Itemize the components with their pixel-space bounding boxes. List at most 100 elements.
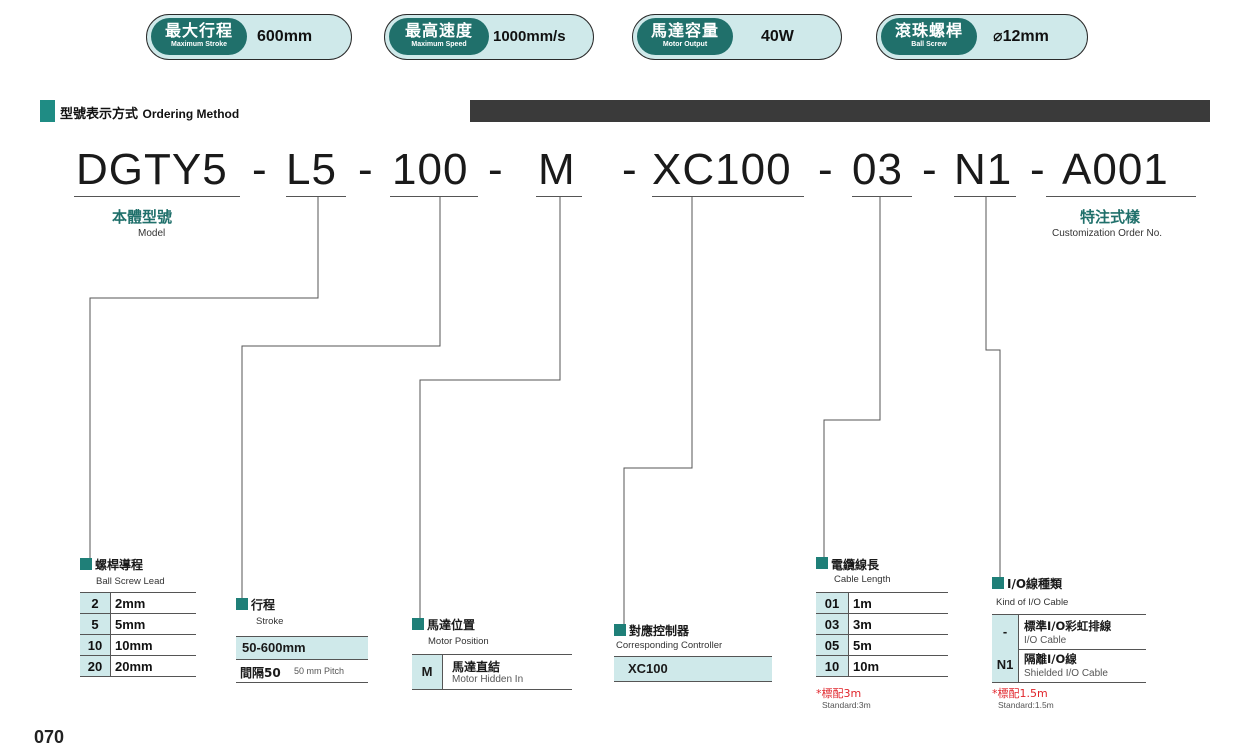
underline xyxy=(652,196,804,197)
controller-title: 對應控制器 xyxy=(629,624,690,638)
io-option-code: N1 xyxy=(992,648,1019,682)
stroke-subtitle: Stroke xyxy=(256,616,284,627)
io-marker xyxy=(992,577,1004,589)
option-code: 5 xyxy=(80,613,111,635)
io-option-zh: 隔離I/O線 xyxy=(1024,652,1077,666)
option-code: 03 xyxy=(816,613,849,635)
custom-label-en: Customization Order No. xyxy=(1052,228,1163,239)
section-title: 型號表示方式 Ordering Method xyxy=(60,103,239,122)
cable-marker xyxy=(816,557,828,569)
stroke-marker xyxy=(236,598,248,610)
model-label-en: Model xyxy=(138,228,166,239)
underline xyxy=(286,196,346,197)
spec-label-zh: 滾珠螺桿 xyxy=(894,21,963,40)
controller-marker xyxy=(614,624,626,636)
section-marker xyxy=(40,100,55,122)
section-title-en: Ordering Method xyxy=(142,107,240,121)
option-value: 10mm xyxy=(110,634,196,656)
io-option-zh: 標準I/O彩虹排線 xyxy=(1024,619,1112,633)
spec-label-en: Motor Output xyxy=(662,41,708,48)
io-standard-en: Standard:1.5m xyxy=(998,700,1054,710)
io-option-code: - xyxy=(992,615,1019,649)
underline xyxy=(390,196,478,197)
option-value: 5mm xyxy=(110,613,196,635)
connector-io xyxy=(985,197,1001,578)
spec-value: 40W xyxy=(761,28,794,45)
spec-label-en: Maximum Speed xyxy=(411,41,467,48)
cable-standard-zh: *標配3m xyxy=(816,687,862,700)
underline xyxy=(536,196,582,197)
stroke-pitch-en: 50 mm Pitch xyxy=(294,666,345,676)
code-dash: - xyxy=(1030,145,1046,194)
io-option-standard: - 標準I/O彩虹排線 I/O Cable xyxy=(992,614,1146,650)
underline xyxy=(1046,196,1196,197)
motor-option-zh: 馬達直結 xyxy=(452,660,501,674)
option-code: 01 xyxy=(816,592,849,614)
code-motor: M xyxy=(538,145,576,194)
connector-cable xyxy=(823,197,881,558)
cable-title: 電纜線長 xyxy=(831,558,880,572)
code-stroke: 100 xyxy=(392,145,469,194)
underline xyxy=(954,196,1016,197)
io-option-en: I/O Cable xyxy=(1024,635,1067,646)
spec-label-zh: 最大行程 xyxy=(164,21,233,40)
spec-label-en: Maximum Stroke xyxy=(170,41,228,48)
spec-value: 600mm xyxy=(257,28,313,45)
code-cable: 03 xyxy=(852,145,903,194)
io-subtitle: Kind of I/O Cable xyxy=(996,597,1069,608)
section-title-zh: 型號表示方式 xyxy=(60,107,139,122)
spec-label-en: Ball Screw xyxy=(911,41,947,48)
code-controller: XC100 xyxy=(652,145,792,194)
connector-controller xyxy=(623,197,693,625)
option-code: 20 xyxy=(80,655,111,677)
spec-value: 1000mm/s xyxy=(493,28,566,45)
code-dash: - xyxy=(922,145,938,194)
stroke-pitch-zh: 間隔50 xyxy=(240,666,281,680)
stroke-title: 行程 xyxy=(251,598,276,612)
spec-label: 最大行程 Maximum Stroke xyxy=(151,18,247,55)
connector-stroke xyxy=(241,197,441,600)
stroke-pitch: 間隔50 50 mm Pitch xyxy=(236,660,368,683)
option-value: 10m xyxy=(848,655,948,677)
connector-lead xyxy=(89,197,319,560)
custom-label-zh: 特注式樣 xyxy=(1080,208,1141,226)
spec-label-zh: 最高速度 xyxy=(404,21,473,40)
spec-value: ⌀12mm xyxy=(993,28,1049,45)
stroke-range: 50-600mm xyxy=(236,636,368,660)
spec-pill-speed: 最高速度 Maximum Speed 1000mm/s xyxy=(384,14,594,60)
spec-label: 滾珠螺桿 Ball Screw xyxy=(881,18,977,55)
controller-value: XC100 xyxy=(628,661,668,676)
motor-title: 馬達位置 xyxy=(427,618,476,632)
motor-option-code: M xyxy=(412,655,443,689)
stroke-range-value: 50-600mm xyxy=(242,640,306,655)
code-custom: A001 xyxy=(1062,145,1169,194)
spec-pill-motor: 馬達容量 Motor Output 40W xyxy=(632,14,842,60)
motor-option-en: Motor Hidden In xyxy=(452,674,524,685)
option-code: 10 xyxy=(816,655,849,677)
option-code: 05 xyxy=(816,634,849,656)
option-code: 10 xyxy=(80,634,111,656)
option-value: 5m xyxy=(848,634,948,656)
code-io: N1 xyxy=(954,145,1013,194)
lead-title: 螺桿導程 xyxy=(95,558,144,572)
code-dash: - xyxy=(252,145,268,194)
option-value: 2mm xyxy=(110,592,196,614)
cable-subtitle: Cable Length xyxy=(834,574,891,585)
model-label-zh: 本體型號 xyxy=(112,208,173,226)
motor-marker xyxy=(412,618,424,630)
option-value: 3m xyxy=(848,613,948,635)
io-title: I/O線種類 xyxy=(1007,577,1063,591)
code-dash: - xyxy=(488,145,504,194)
io-standard-zh: *標配1.5m xyxy=(992,687,1048,700)
io-option-en: Shielded I/O Cable xyxy=(1024,668,1108,679)
spec-label-zh: 馬達容量 xyxy=(650,21,719,40)
spec-pill-stroke: 最大行程 Maximum Stroke 600mm xyxy=(146,14,352,60)
